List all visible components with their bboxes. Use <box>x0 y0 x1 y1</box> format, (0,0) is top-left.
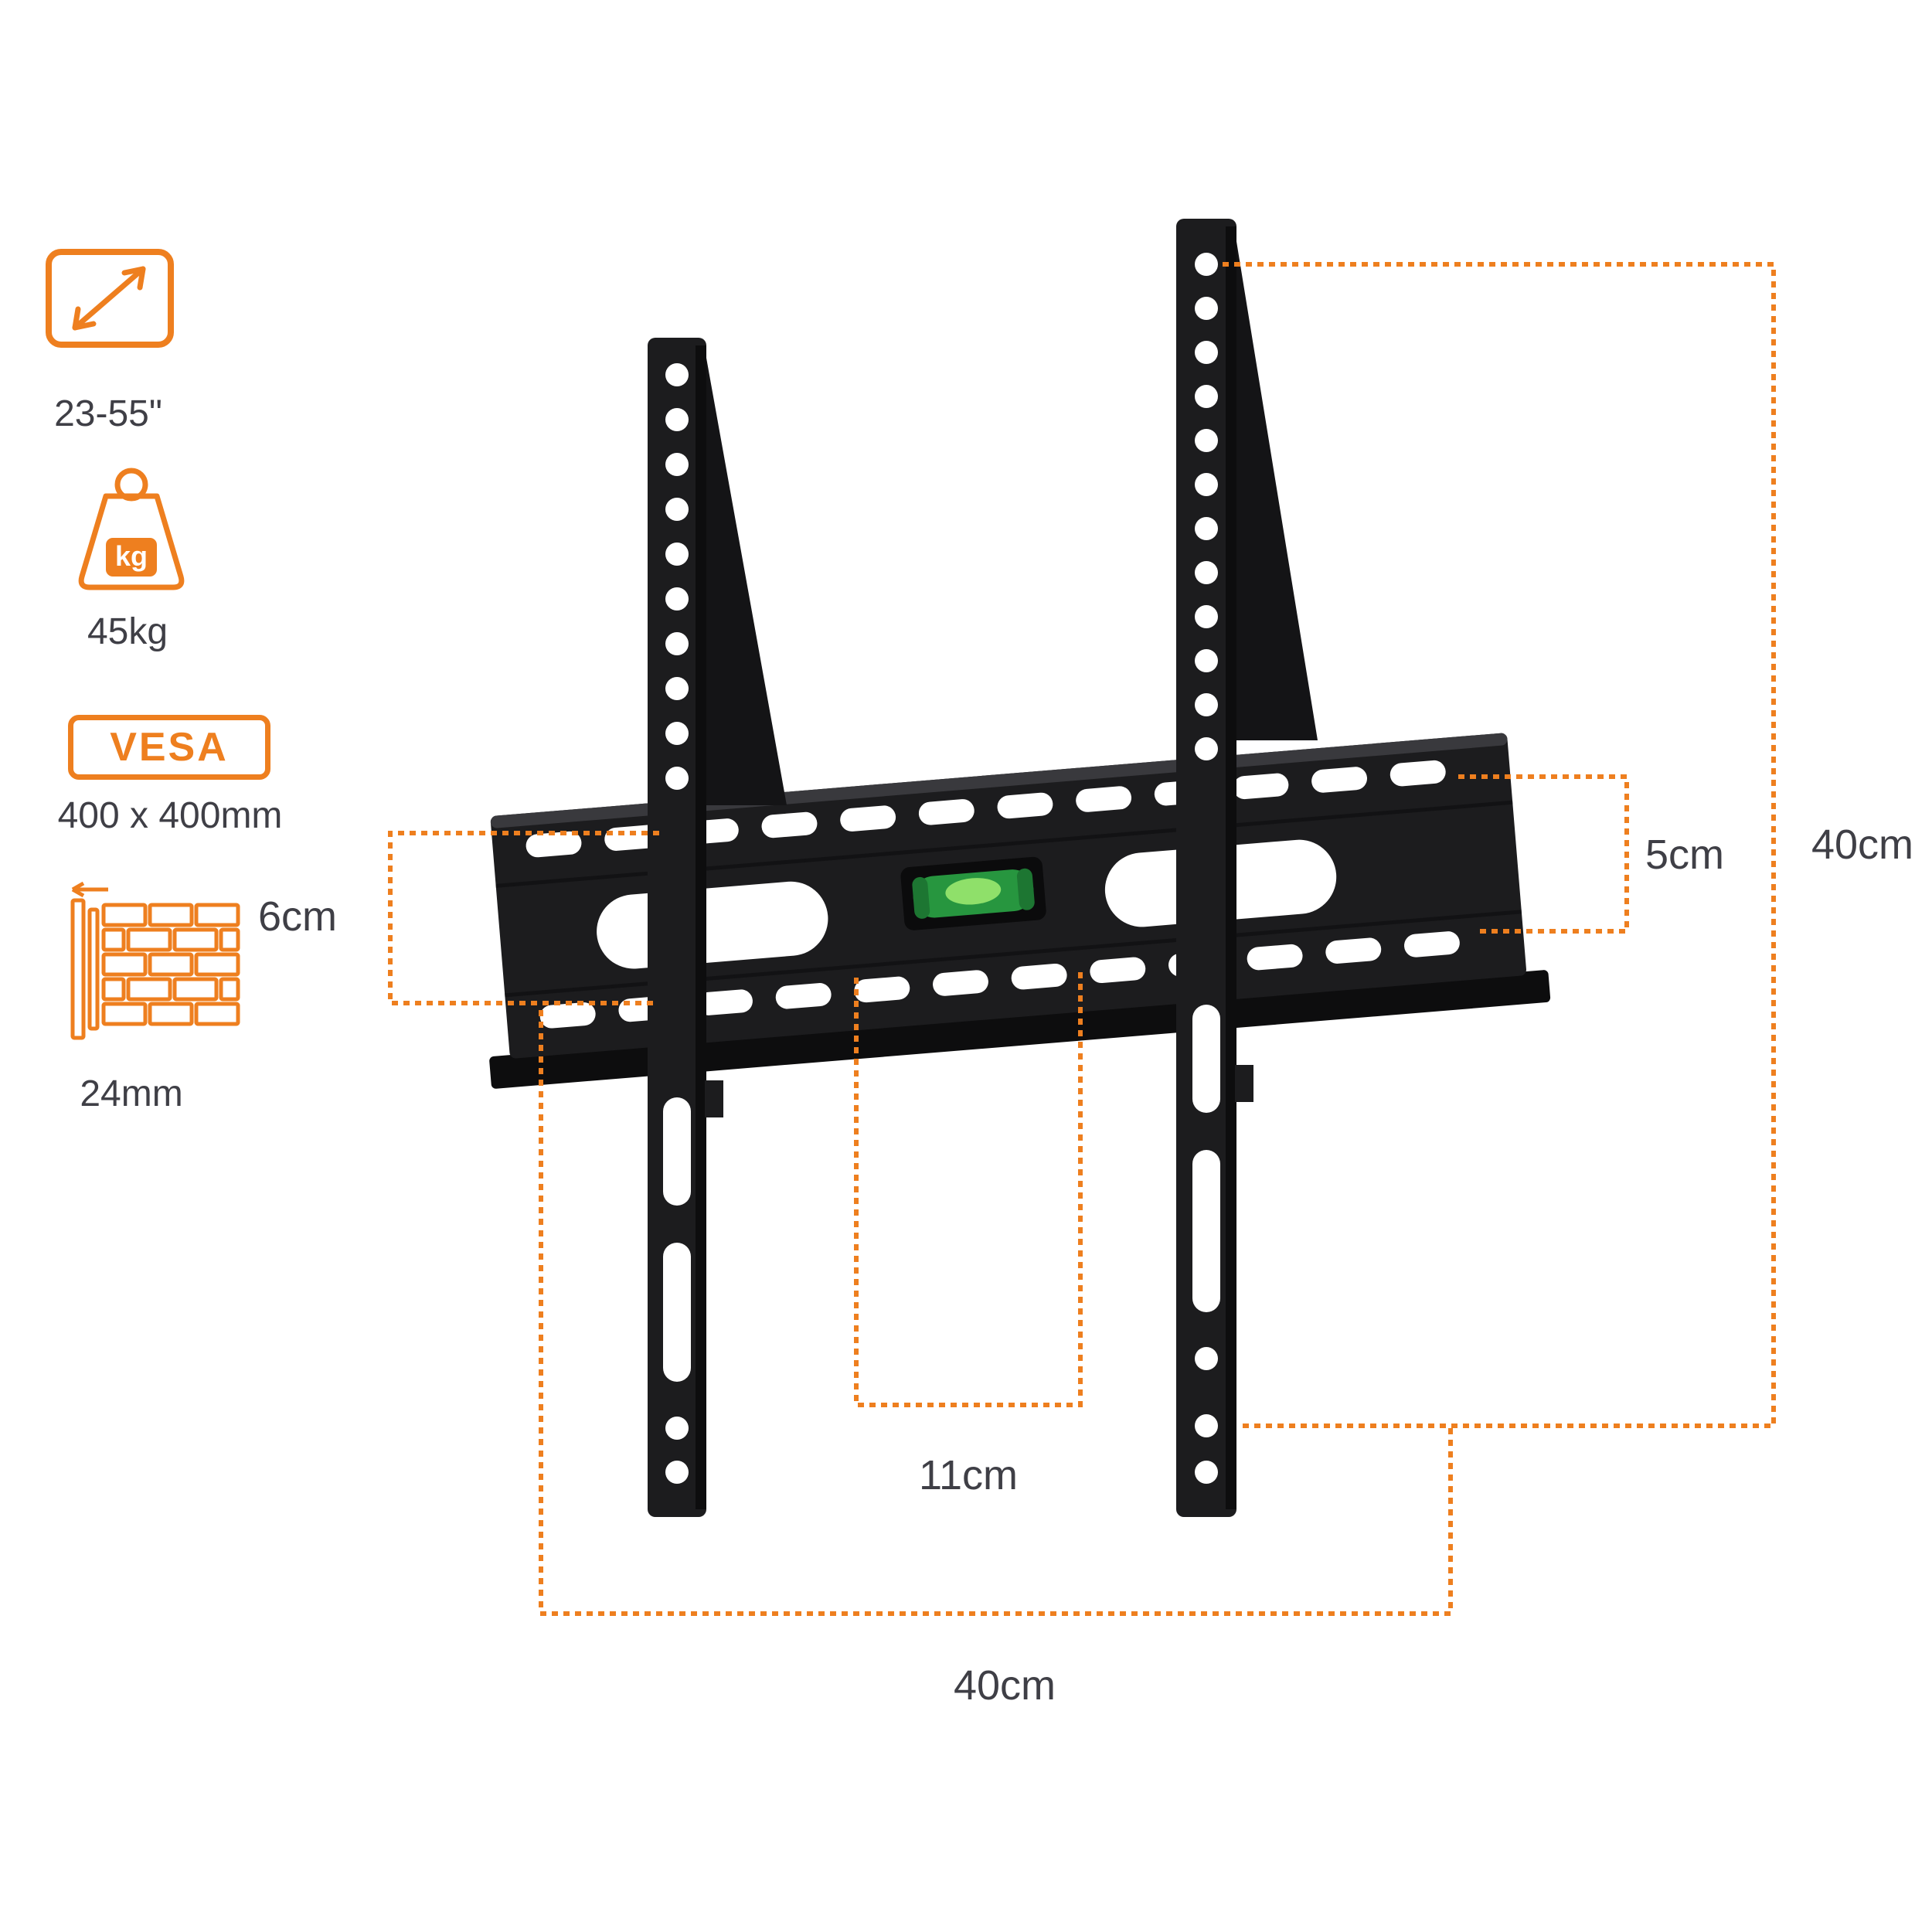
screen-size-label: 23-55" <box>54 393 162 434</box>
weight-kg-icon: kg <box>78 468 185 590</box>
dim-5cm-line <box>1458 774 1629 934</box>
vesa-label: 400 x 400mm <box>57 795 283 836</box>
dim-label-11cm: 11cm <box>918 1452 1019 1498</box>
left-arm <box>648 338 787 1517</box>
dim-label-6cm: 6cm <box>257 893 337 940</box>
weight-kg-text: kg <box>115 540 148 572</box>
dim-label-5cm: 5cm <box>1645 832 1724 878</box>
vesa-badge: VESA <box>68 715 270 780</box>
wall-thickness-label: 24mm <box>80 1073 183 1114</box>
dim-40cm-bottom-line <box>539 1010 1453 1616</box>
dim-label-40cm-right: 40cm <box>1811 821 1914 868</box>
spirit-level <box>900 856 1046 930</box>
dim-label-40cm-bottom: 40cm <box>953 1662 1056 1709</box>
left-arm-holes <box>663 363 691 1484</box>
right-arm <box>1176 219 1318 1517</box>
level-bubble <box>945 878 1002 905</box>
right-arm-holes <box>1192 253 1220 1484</box>
dim-11cm-line <box>854 970 1083 1407</box>
dim-6cm-line <box>388 831 659 1005</box>
max-load-label: 45kg <box>87 611 168 652</box>
dimension-lines <box>388 262 1776 1616</box>
wall-thickness-icon <box>70 881 240 1040</box>
screen-diagonal-icon <box>46 249 174 348</box>
tv-wall-bracket <box>489 219 1551 1517</box>
wall-plate <box>489 733 1551 1089</box>
